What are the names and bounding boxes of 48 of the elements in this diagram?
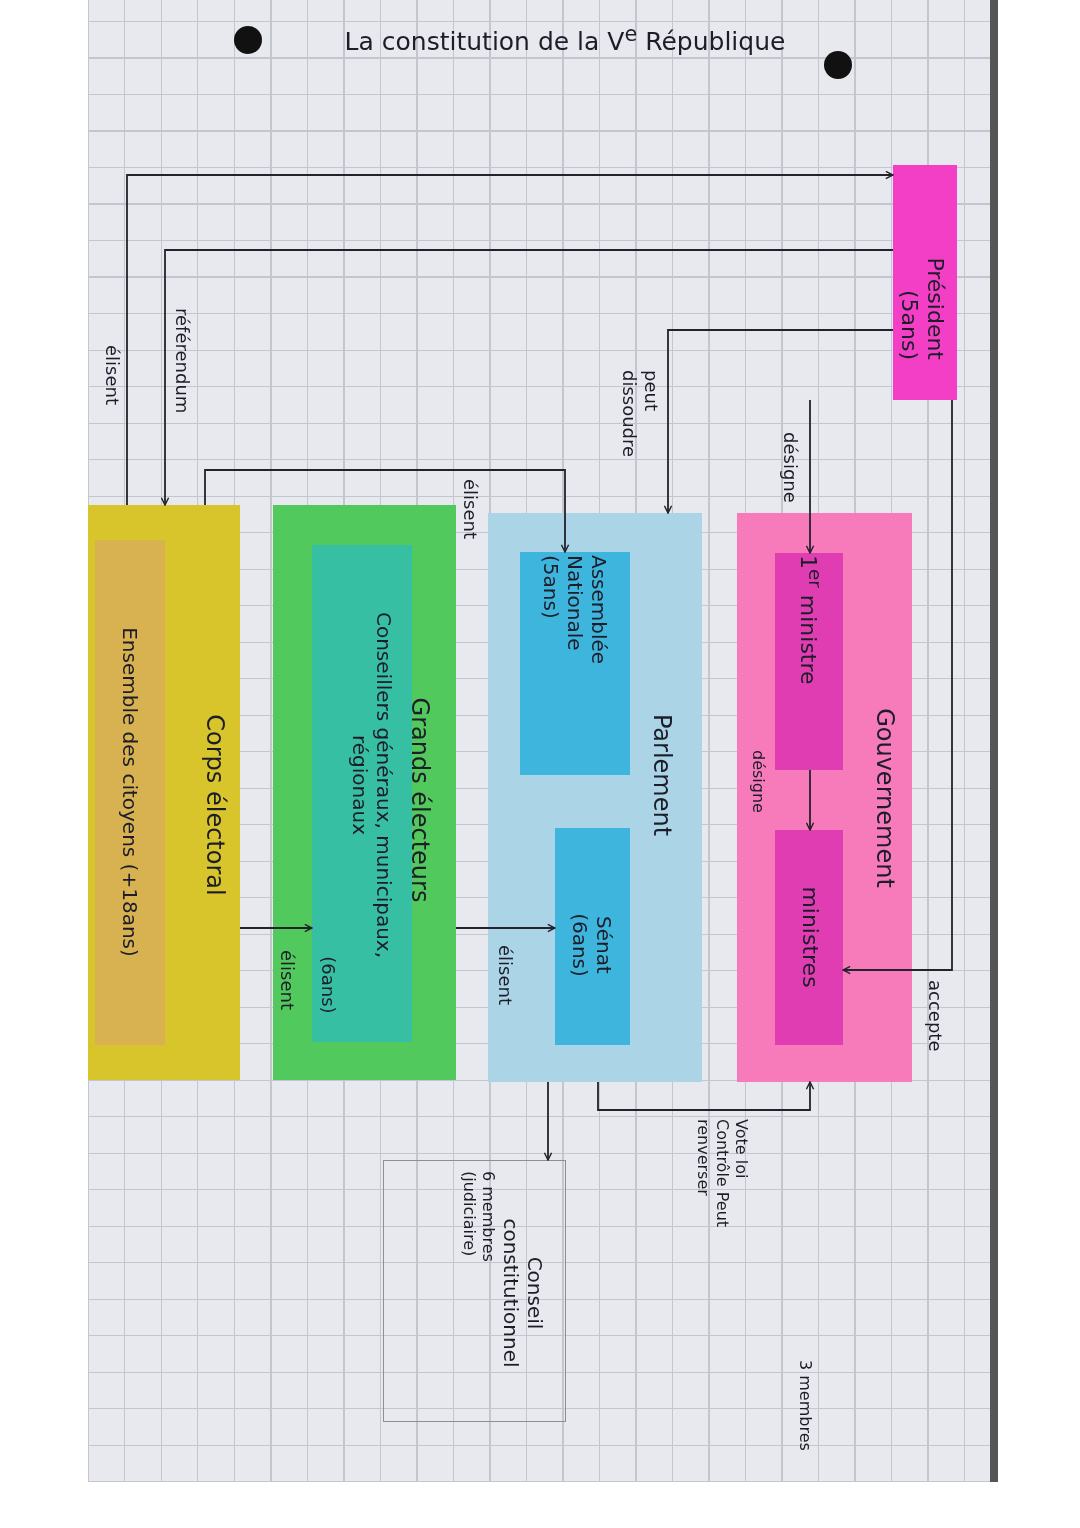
panel-title: Gouvernement xyxy=(870,707,900,890)
edge-label: Vote loi Contrôle Peut renverser xyxy=(693,1119,751,1230)
box-label: Conseil constitutionnel xyxy=(499,1217,547,1370)
outlined-box xyxy=(383,1160,566,1422)
box-label: ministres xyxy=(797,885,824,990)
connector-arrow xyxy=(805,399,815,554)
connector-arrow xyxy=(597,1081,815,1111)
box-label: (6ans) xyxy=(317,955,339,1016)
edge-label: élisent xyxy=(101,345,123,407)
group-panel xyxy=(488,513,702,1082)
box-label: Ensemble des citoyens (+18ans) xyxy=(118,626,142,959)
highlighted-box xyxy=(95,540,165,1045)
edge-label: référendum xyxy=(171,308,193,416)
highlighted-box xyxy=(893,165,957,400)
highlighted-box xyxy=(312,545,412,1042)
connector-arrow xyxy=(455,923,556,933)
connector-arrow xyxy=(543,1081,553,1161)
edge-label: peut dissoudre xyxy=(618,370,662,460)
panel-title: Grands électeurs xyxy=(405,696,435,905)
connector-arrow xyxy=(842,399,953,975)
note-text: 6 membres (judiciaire) xyxy=(459,1171,499,1264)
edge-label: désigne xyxy=(748,750,768,815)
box-label: Président (5ans) xyxy=(896,256,949,360)
title-text: La constitution de la V$^{e}$ République xyxy=(343,22,787,57)
box-label: Assemblée Nationale (5ans) xyxy=(539,555,611,667)
edge-label: désigne xyxy=(779,432,801,505)
highlighted-box xyxy=(775,830,843,1045)
note-text: 3 membres xyxy=(795,1360,815,1453)
highlighted-box xyxy=(555,828,630,1045)
connector-arrow xyxy=(663,329,894,514)
connector-arrow xyxy=(239,923,313,933)
edge-label: élisent xyxy=(494,945,516,1007)
edge-label: élisent xyxy=(276,950,298,1012)
highlighted-box xyxy=(775,553,843,770)
connector-arrow xyxy=(126,170,894,506)
edge-label: accepte xyxy=(924,980,946,1054)
group-panel xyxy=(88,505,240,1080)
connector-arrow xyxy=(160,249,894,506)
panel-title: Corps électoral xyxy=(200,713,230,898)
box-label: Conseillers généraux, municipaux, régionaux xyxy=(348,611,396,960)
edge-label: élisent xyxy=(459,479,481,541)
group-panel xyxy=(273,505,456,1080)
box-label: Sénat (6ans) xyxy=(568,912,616,979)
connector-arrow xyxy=(204,469,570,553)
group-panel xyxy=(737,513,912,1082)
panel-title: Parlement xyxy=(647,712,677,839)
connector-arrow xyxy=(805,769,815,831)
highlighted-box xyxy=(520,552,630,775)
